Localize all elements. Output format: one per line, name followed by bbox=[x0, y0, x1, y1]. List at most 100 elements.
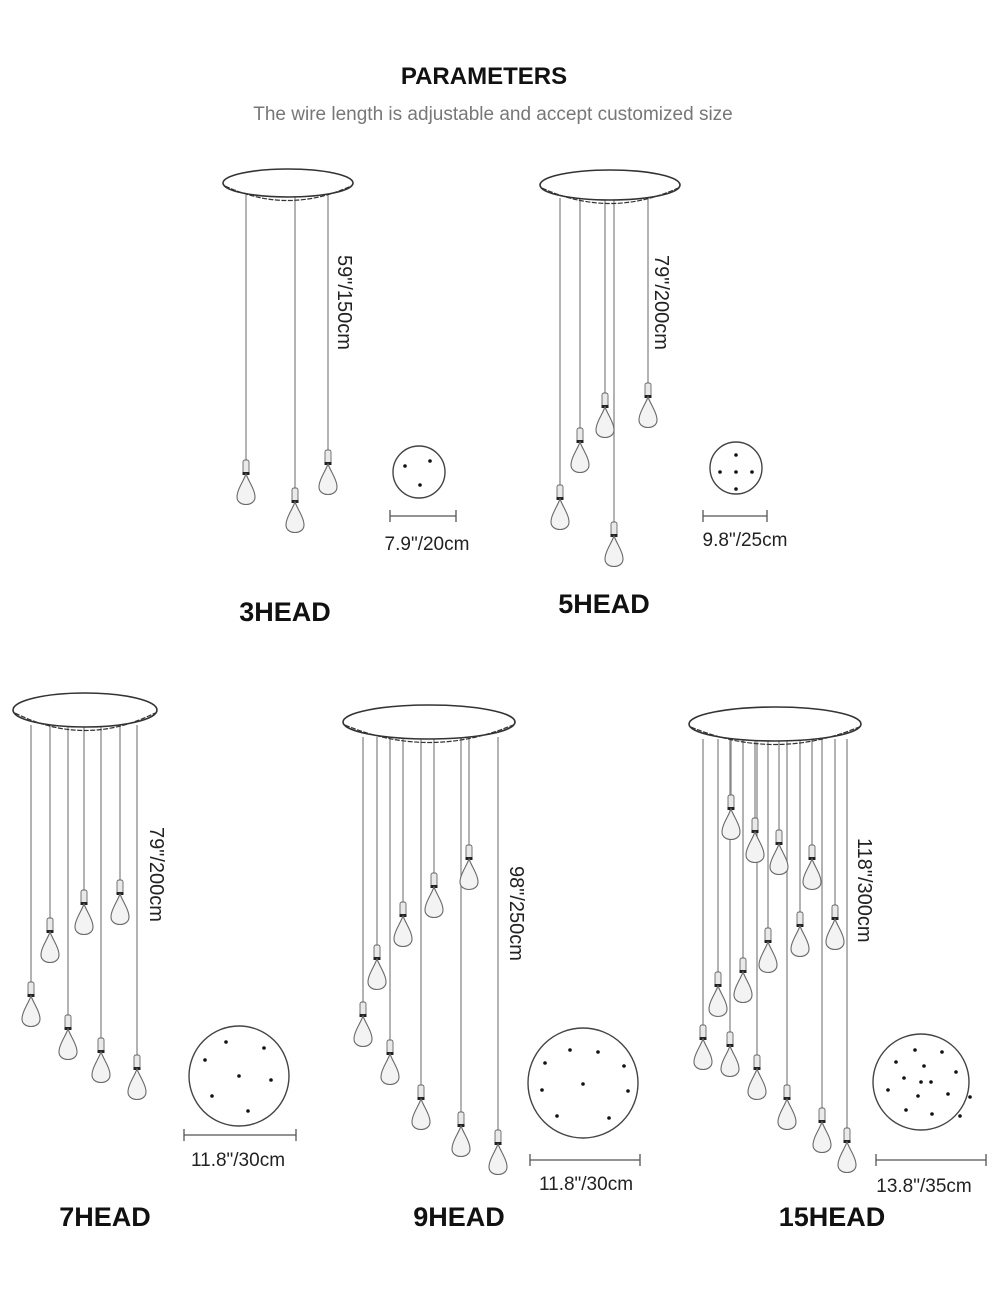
mounting-hole bbox=[269, 1078, 273, 1082]
mounting-hole bbox=[954, 1070, 958, 1074]
wire-length-label: 79"/200cm bbox=[650, 255, 672, 350]
dimension-line bbox=[389, 510, 457, 522]
mounting-hole bbox=[555, 1114, 559, 1118]
teardrop-pendant-icon bbox=[604, 521, 624, 568]
mounting-hole bbox=[428, 459, 432, 463]
canopy-size-label: 7.9"/20cm bbox=[385, 534, 470, 555]
mounting-hole bbox=[734, 487, 738, 491]
wire-length-label: 118"/300cm bbox=[853, 838, 875, 943]
teardrop-pendant-icon bbox=[812, 1107, 832, 1154]
teardrop-pendant-icon bbox=[40, 917, 60, 964]
teardrop-pendant-icon bbox=[353, 1001, 373, 1048]
teardrop-pendant-icon bbox=[424, 872, 444, 919]
canopy-size-label: 13.8"/35cm bbox=[876, 1176, 971, 1197]
teardrop-pendant-icon bbox=[777, 1084, 797, 1131]
teardrop-pendant-icon bbox=[74, 889, 94, 936]
mounting-hole bbox=[203, 1058, 207, 1062]
teardrop-pendant-icon bbox=[638, 382, 658, 429]
teardrop-pendant-icon bbox=[693, 1024, 713, 1071]
teardrop-pendant-icon bbox=[21, 981, 41, 1028]
mounting-hole bbox=[418, 483, 422, 487]
mounting-hole bbox=[750, 470, 754, 474]
page-subtitle: The wire length is adjustable and accept… bbox=[253, 104, 732, 125]
teardrop-pendant-icon bbox=[91, 1037, 111, 1084]
teardrop-pendant-icon bbox=[837, 1127, 857, 1174]
ceiling-plate bbox=[527, 1027, 639, 1139]
wire-length-label: 79"/200cm bbox=[145, 827, 167, 922]
mounting-hole bbox=[543, 1061, 547, 1065]
mounting-hole bbox=[568, 1048, 572, 1052]
model-5head: 79"/200cm 9.8"/25cm 5HEAD bbox=[539, 169, 788, 619]
mounting-hole bbox=[922, 1064, 926, 1068]
mounting-hole bbox=[904, 1108, 908, 1112]
mounting-hole bbox=[403, 464, 407, 468]
teardrop-pendant-icon bbox=[58, 1014, 78, 1061]
mounting-hole bbox=[958, 1114, 962, 1118]
mounting-hole bbox=[540, 1088, 544, 1092]
fixture-drawing bbox=[688, 706, 862, 1174]
mounting-hole bbox=[718, 470, 722, 474]
teardrop-pendant-icon bbox=[318, 449, 338, 496]
mounting-hole bbox=[237, 1074, 241, 1078]
ceiling-plate bbox=[392, 445, 446, 499]
model-15head: 118"/300cm 13.8"/35cm 15HEAD bbox=[688, 706, 987, 1232]
page-title: PARAMETERS bbox=[401, 63, 567, 90]
mounting-hole bbox=[210, 1094, 214, 1098]
mounting-hole bbox=[626, 1089, 630, 1093]
ceiling-canopy bbox=[688, 706, 862, 742]
dimension-line bbox=[702, 510, 768, 522]
mounting-hole bbox=[734, 470, 738, 474]
teardrop-pendant-icon bbox=[110, 879, 130, 926]
canopy-size-label: 9.8"/25cm bbox=[703, 530, 788, 551]
teardrop-pendant-icon bbox=[758, 927, 778, 974]
teardrop-pendant-icon bbox=[720, 1031, 740, 1078]
teardrop-pendant-icon bbox=[825, 904, 845, 951]
teardrop-pendant-icon bbox=[595, 392, 615, 439]
teardrop-pendant-icon bbox=[769, 829, 789, 876]
mounting-hole bbox=[886, 1088, 890, 1092]
ceiling-canopy bbox=[222, 168, 354, 198]
dimension-line bbox=[183, 1129, 297, 1141]
model-name: 9HEAD bbox=[413, 1202, 505, 1232]
mounting-hole bbox=[968, 1095, 972, 1099]
ceiling-canopy bbox=[342, 704, 516, 740]
canopy-size-label: 11.8"/30cm bbox=[191, 1150, 285, 1171]
model-9head: 98"/250cm 11.8"/30cm 9HEAD bbox=[342, 704, 641, 1232]
teardrop-pendant-icon bbox=[380, 1039, 400, 1086]
fixture-drawing bbox=[12, 692, 158, 1101]
canopy-size-label: 11.8"/30cm bbox=[539, 1174, 633, 1195]
mounting-hole bbox=[734, 453, 738, 457]
model-3head: 59"/150cm 7.9"/20cm 3HEAD bbox=[222, 168, 470, 627]
ceiling-plate bbox=[709, 441, 763, 495]
mounting-hole bbox=[919, 1080, 923, 1084]
teardrop-pendant-icon bbox=[488, 1129, 508, 1176]
mounting-hole bbox=[913, 1048, 917, 1052]
teardrop-pendant-icon bbox=[411, 1084, 431, 1131]
teardrop-pendant-icon bbox=[550, 484, 570, 531]
wire-length-label: 59"/150cm bbox=[333, 255, 355, 350]
teardrop-pendant-icon bbox=[451, 1111, 471, 1158]
teardrop-pendant-icon bbox=[459, 844, 479, 891]
mounting-hole bbox=[581, 1082, 585, 1086]
wire-length-label: 98"/250cm bbox=[505, 866, 527, 961]
fixture-drawing bbox=[222, 168, 354, 534]
teardrop-pendant-icon bbox=[733, 957, 753, 1004]
mounting-hole bbox=[946, 1092, 950, 1096]
teardrop-pendant-icon bbox=[127, 1054, 147, 1101]
model-name: 7HEAD bbox=[59, 1202, 151, 1232]
ceiling-plate bbox=[872, 1033, 972, 1131]
mounting-hole bbox=[607, 1116, 611, 1120]
ceiling-canopy bbox=[12, 692, 158, 728]
model-7head: 79"/200cm 11.8"/30cm 7HEAD bbox=[12, 692, 297, 1232]
mounting-hole bbox=[894, 1060, 898, 1064]
mounting-hole bbox=[224, 1040, 228, 1044]
teardrop-pendant-icon bbox=[708, 971, 728, 1018]
dimension-line bbox=[529, 1154, 641, 1166]
teardrop-pendant-icon bbox=[802, 844, 822, 891]
teardrop-pendant-icon bbox=[745, 817, 765, 864]
mounting-hole bbox=[902, 1076, 906, 1080]
mounting-hole bbox=[929, 1080, 933, 1084]
mounting-hole bbox=[596, 1050, 600, 1054]
mounting-hole bbox=[622, 1064, 626, 1068]
